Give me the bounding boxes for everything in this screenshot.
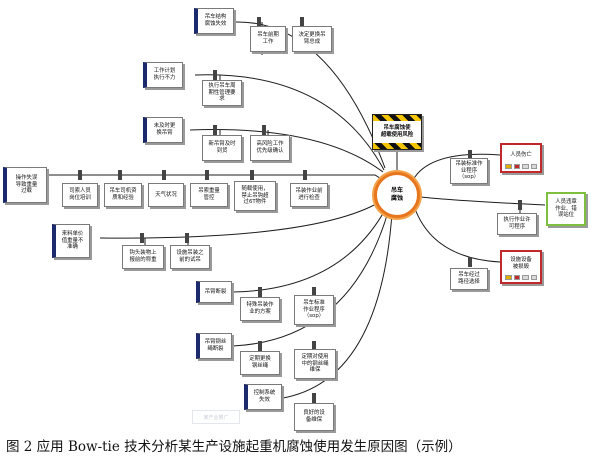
barrier-load-limit: 随载使用， 禁止吊钩超 过6T物件	[234, 181, 276, 211]
line-t4	[99, 199, 384, 239]
line-sidebox	[412, 195, 546, 206]
hazard-box: 吊车腐蚀使 超载使用风险	[372, 114, 422, 150]
line-c2	[412, 202, 501, 263]
barrier-weighing: 钩头装物上 报前的称重	[122, 245, 164, 269]
barrier-markers	[78, 17, 522, 403]
barrier-weather: 天气状况	[148, 183, 184, 207]
barrier-sop: 吊车标准 作业程序 （sop）	[294, 295, 334, 325]
consequence-equipment-damage: 设施设备 被损毁	[500, 250, 542, 284]
barrier-trial-lift: 设施吊装之 前的试吊	[170, 245, 210, 269]
barrier-periodic-mgmt: 执行吊车周 期性管理要 求	[202, 80, 242, 106]
threat-control-failure: 控制系统 失效	[244, 384, 282, 410]
barrier-work-permit: 执行作业许 可程序	[497, 213, 537, 235]
barrier-wire-replace: 定期更换 钢丝绳	[240, 351, 280, 375]
threat-wire-break: 吊臂钢丝 绳断裂	[196, 333, 232, 359]
threat-boom-break: 吊臂断裂	[196, 281, 232, 303]
line-c1	[412, 153, 501, 181]
threat-work-plan: 工作计划 执行不力	[143, 62, 183, 88]
threat-operation-error: 操作失误 导致重量 过载	[3, 167, 47, 203]
risk-matrix-strip	[505, 275, 537, 280]
consequence-violation-sidebox: 人员违章 作业、错 误站位	[546, 192, 586, 226]
barrier-pre-check: 吊装作业前 进行检查	[290, 183, 328, 207]
barrier-prework: 吊车前期 工作	[250, 26, 286, 52]
main-threat-line	[47, 174, 389, 184]
risk-matrix-strip	[505, 164, 537, 169]
top-event-text: 吊车 腐蚀	[390, 187, 403, 202]
hazard-stripe-top	[373, 115, 421, 121]
hazard-stripe-bottom	[373, 143, 421, 149]
barrier-priority: 高风险工作 优先级确认	[250, 135, 290, 161]
threat-structure-corrosion: 吊车结构 腐蚀失效	[194, 8, 234, 34]
consequence-equipment-label: 设施设备 被损毁	[510, 257, 532, 270]
barrier-special-plan: 特殊吊装作 业的方案	[240, 297, 280, 321]
consequence-casualties-label: 人员伤亡	[510, 151, 532, 158]
line-t7	[282, 212, 393, 399]
line-t3	[189, 129, 384, 173]
line-t2	[194, 74, 385, 171]
line-t5	[232, 209, 386, 293]
faint-watermark: 某产业推广	[192, 410, 240, 424]
barrier-wire-maintenance: 定期对使用 中的钢丝绳 维保	[294, 349, 336, 379]
top-event-circle: 吊车 腐蚀	[374, 172, 420, 218]
threat-weight-data: 来料单价 值重量不 准确	[52, 224, 90, 258]
barrier-replace-boom: 决定更换吊 臂总成	[292, 26, 332, 52]
threat-boom-replacement: 未及时更 换吊臂	[143, 117, 183, 143]
barrier-route-selection: 吊车经过 路径选择	[450, 268, 488, 290]
barrier-equipment-maintenance: 良好的设 备维保	[294, 403, 334, 431]
barrier-driver-qualification: 吊车司机资 质和经验	[104, 183, 142, 207]
hazard-text: 吊车腐蚀使 超载使用风险	[380, 125, 414, 138]
barrier-lifting-sop: 吊装标准作 业程序 （sop）	[450, 158, 488, 184]
consequence-casualties: 人员伤亡	[500, 143, 542, 173]
barrier-new-boom: 新吊臂及时 到货	[202, 135, 242, 161]
figure-caption: 图 2 应用 Bow-tie 技术分析某生产设施起重机腐蚀使用发生原因图（示例）	[6, 439, 462, 455]
barrier-rigger-training: 司索人员 岗位培训	[62, 183, 98, 207]
barrier-weight-control: 吊索重量 管控	[190, 183, 228, 207]
